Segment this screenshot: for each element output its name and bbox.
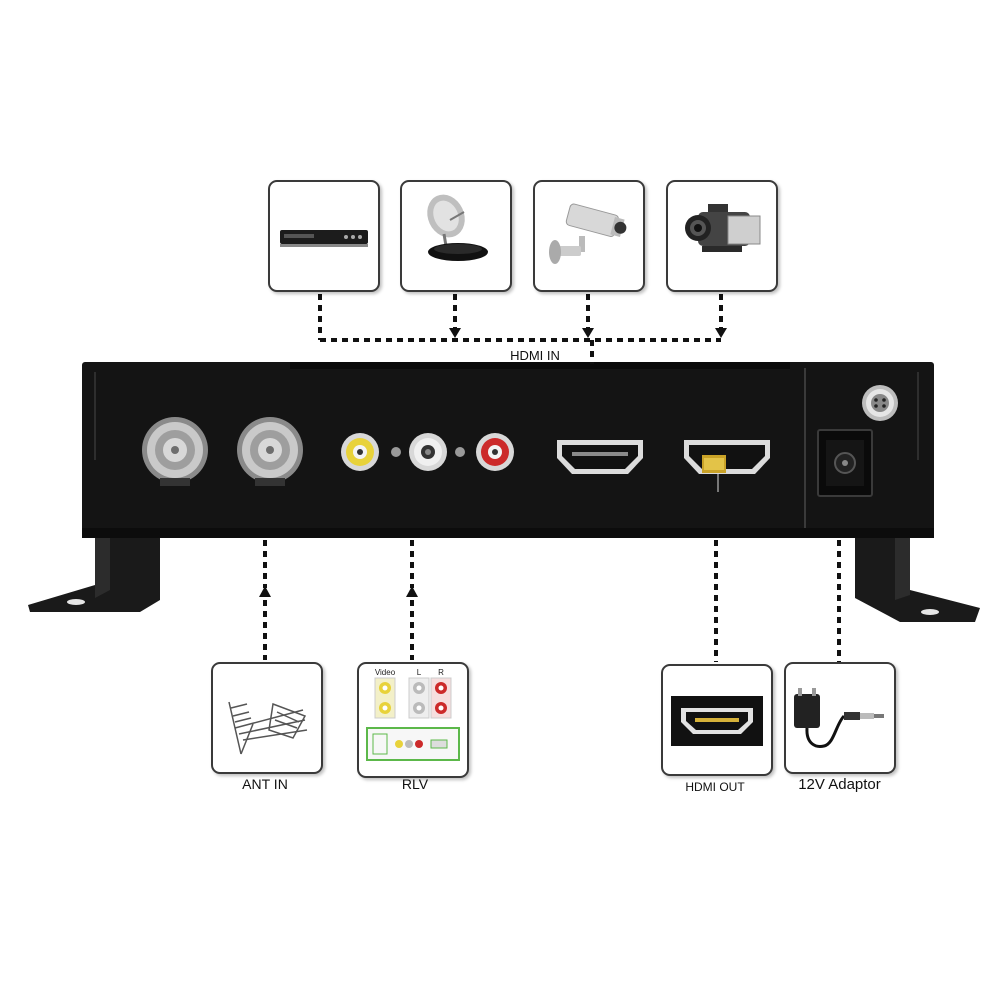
cctv-camera-icon	[549, 203, 627, 264]
camcorder-box	[666, 180, 778, 292]
hdmi-connector-icon	[671, 696, 763, 746]
hdmi-out-box	[661, 664, 773, 776]
antenna-icon	[228, 701, 308, 755]
antenna-box	[211, 662, 323, 774]
satellite-receiver-icon	[427, 194, 488, 261]
rlv-right-label: R	[438, 668, 444, 677]
rlv-video-label: Video	[375, 668, 396, 677]
rca-video-jack	[341, 433, 379, 471]
rca-audio-left-jack	[409, 433, 447, 471]
ant-out-connector	[237, 417, 303, 486]
bottom-connector-lines	[263, 540, 841, 662]
hdmi-out-label: HDMI OUT	[685, 780, 745, 794]
adaptor-label: 12V Adaptor	[798, 776, 881, 793]
bottom-arrowheads	[259, 586, 418, 597]
rlv-panel-icon: Video L R	[366, 668, 460, 761]
dvd-player-icon	[280, 230, 368, 247]
rca-audio-right-jack	[476, 433, 514, 471]
power-adaptor-box	[784, 662, 896, 774]
hdmi-in-port	[557, 440, 643, 474]
power-adaptor-icon	[794, 688, 884, 748]
rlv-label: RLV	[401, 776, 429, 792]
ant-in-label: ANT IN	[242, 776, 288, 792]
satellite-receiver-box	[400, 180, 512, 292]
right-mounting-bracket	[855, 535, 980, 622]
cctv-camera-box	[533, 180, 645, 292]
rlv-left-label: L	[417, 668, 422, 677]
rlv-panel-box: Video L R	[357, 662, 469, 778]
left-mounting-bracket	[28, 535, 160, 612]
round-port-connector	[862, 385, 898, 421]
dvd-player-box	[268, 180, 380, 292]
hdmi-in-connector-lines	[318, 294, 723, 364]
indicator-led	[455, 447, 465, 457]
hdmi-in-arrowheads	[449, 328, 727, 338]
hdmi-in-label: HDMI IN	[510, 348, 560, 363]
indicator-led	[391, 447, 401, 457]
ant-in-connector	[142, 417, 208, 486]
power-dc-jack	[817, 429, 873, 497]
hdmi-out-port	[684, 440, 770, 492]
camcorder-icon	[685, 204, 761, 252]
